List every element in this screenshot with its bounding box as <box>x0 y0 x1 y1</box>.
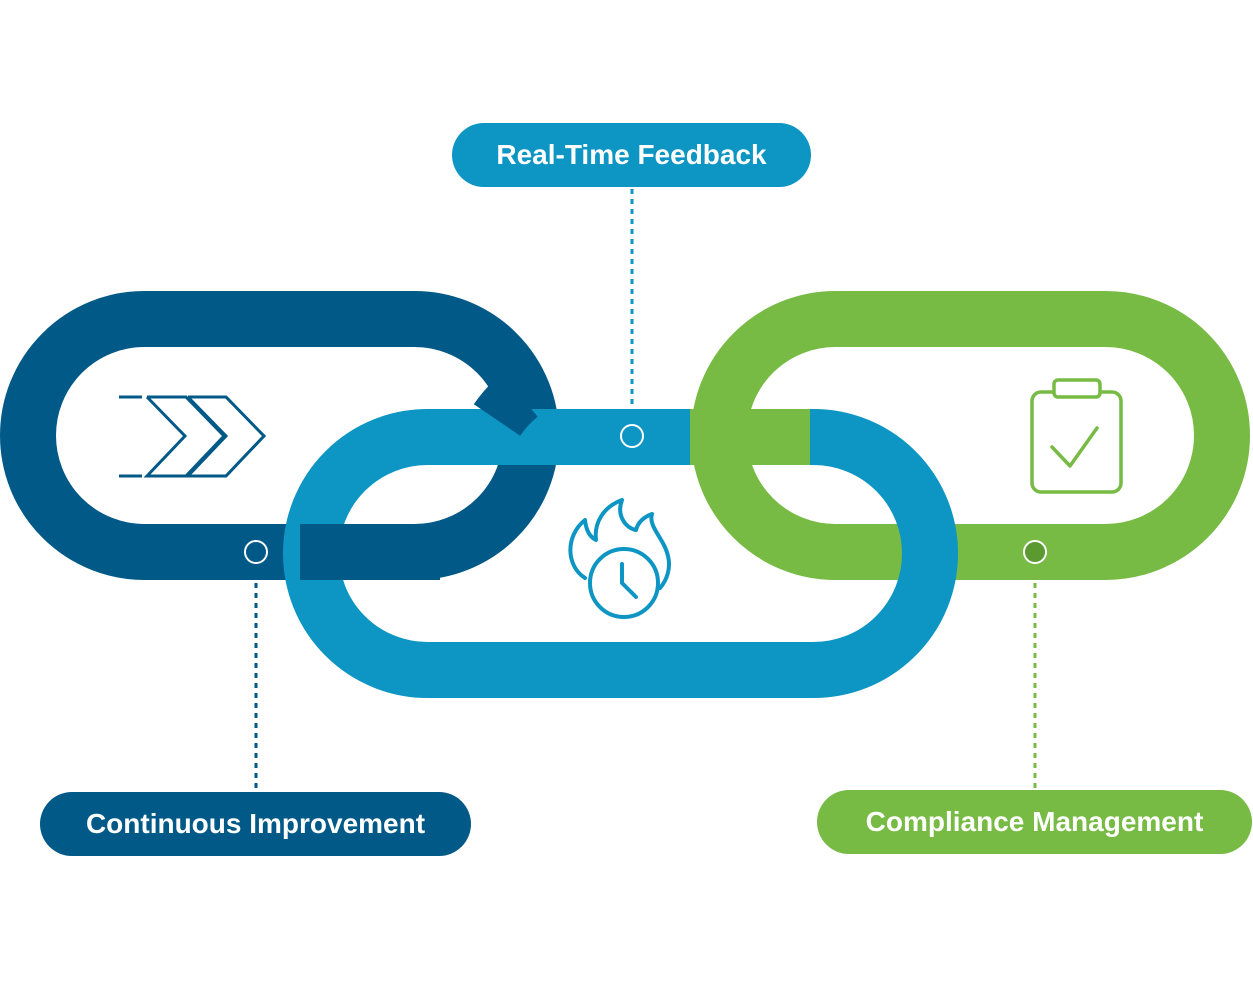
flame-clock-icon <box>568 498 671 619</box>
double-chevron-forward-icon <box>119 395 267 478</box>
left-link-bottom-overlap <box>300 524 440 580</box>
real-time-feedback-label: Real-Time Feedback <box>452 123 811 187</box>
compliance-management-text: Compliance Management <box>865 806 1204 837</box>
continuous-improvement-text: Continuous Improvement <box>85 808 426 839</box>
real-time-feedback-text: Real-Time Feedback <box>496 139 767 170</box>
clipboard-check-icon <box>1030 378 1123 494</box>
top-connector-dot <box>620 424 644 448</box>
continuous-improvement-label: Continuous Improvement <box>40 792 471 856</box>
right-connector-dot <box>1023 540 1047 564</box>
left-link-overlap <box>473 373 539 437</box>
left-connector-dot <box>244 540 268 564</box>
right-link-top-overlap <box>690 409 810 465</box>
compliance-management-label: Compliance Management <box>817 790 1252 854</box>
